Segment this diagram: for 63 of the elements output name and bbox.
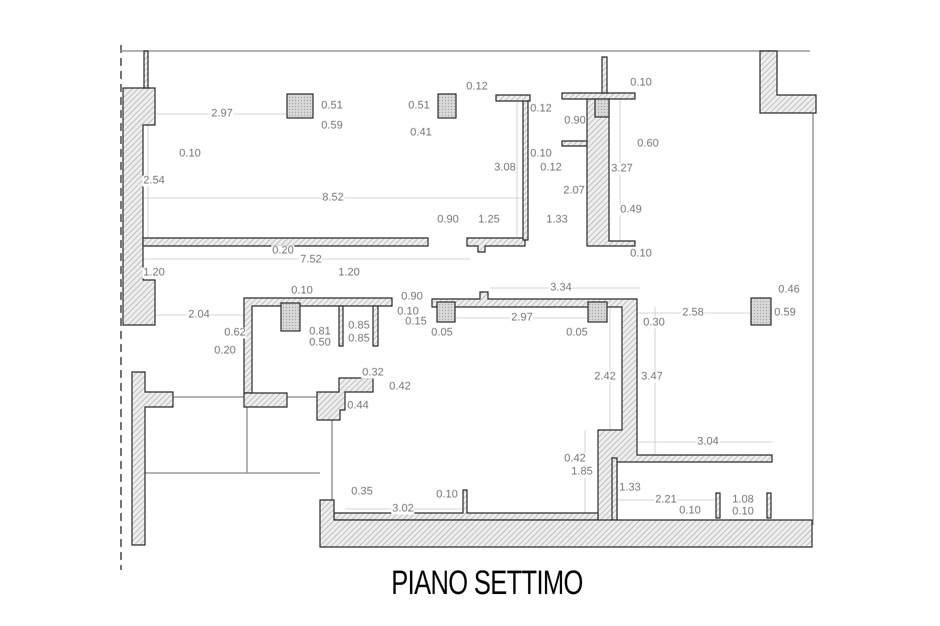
dimension-label: 3.04: [696, 436, 720, 448]
dimension-label: 0.30: [642, 318, 666, 328]
dimension-label: 0.62: [223, 328, 247, 338]
dimension-label: 0.05: [430, 328, 454, 338]
dimension-label: 0.90: [436, 214, 460, 226]
dimension-label: 8.52: [321, 192, 345, 204]
dimension-label: 0.12: [539, 162, 563, 174]
dimension-label: 0.51: [320, 100, 344, 112]
dimension-label: 0.44: [346, 400, 370, 412]
dimension-label: 0.46: [777, 284, 801, 296]
dimension-label: 3.02: [391, 504, 415, 514]
dimension-label: 0.05: [565, 328, 589, 338]
dimension-label: 0.90: [400, 292, 424, 302]
dimension-label: 0.60: [636, 138, 660, 150]
dimension-label: 1.20: [142, 268, 166, 278]
dimension-label: 3.08: [493, 162, 517, 174]
dimension-label: 1.33: [545, 214, 569, 226]
dimension-label: 2.58: [681, 308, 705, 318]
dimension-label: 1.08: [731, 494, 755, 506]
dimension-label: 0.41: [409, 128, 433, 138]
dimension-label: 0.42: [388, 382, 412, 392]
dimension-label: 1.33: [618, 482, 642, 494]
dimension-label: 0.10: [678, 506, 702, 516]
dimension-label: 0.20: [271, 246, 295, 256]
dimension-label: 0.90: [563, 116, 587, 126]
dimension-label: 0.15: [404, 316, 428, 328]
dimension-label: 2.04: [187, 310, 211, 320]
dimension-label: 2.97: [210, 108, 234, 120]
dimension-label: 0.10: [629, 78, 653, 88]
dimension-label: 1.20: [337, 268, 361, 278]
dimension-label: 0.10: [396, 306, 420, 318]
dimension-label: 0.85: [347, 320, 371, 332]
dimension-label: 0.10: [529, 148, 553, 160]
dimension-label: 3.47: [640, 372, 664, 382]
dimension-label: 2.07: [562, 186, 586, 196]
dimension-label: 2.54: [142, 176, 166, 186]
dimension-label: 2.42: [593, 372, 617, 382]
dimension-label: 0.32: [361, 368, 385, 378]
dimension-label: 0.85: [347, 334, 371, 344]
dimension-label: 0.59: [320, 120, 344, 132]
dimension-label: 0.35: [350, 486, 374, 498]
dimension-label: 0.42: [563, 454, 587, 464]
dimension-label: 2.97: [510, 312, 534, 324]
dimension-label: 3.34: [549, 282, 573, 294]
dimension-label: 0.10: [731, 506, 755, 518]
dimension-label: 7.52: [299, 254, 323, 266]
dimension-label: 2.21: [654, 494, 678, 506]
dimension-label: 0.10: [178, 148, 202, 160]
dimension-label: 0.49: [619, 204, 643, 216]
dimension-label: 0.51: [407, 100, 431, 112]
dimension-label: 3.27: [610, 164, 634, 174]
dimension-label: 0.10: [290, 286, 314, 296]
dimension-label: 0.59: [773, 308, 797, 318]
dimension-label: 0.12: [465, 82, 489, 92]
dimension-label: 0.50: [308, 338, 332, 348]
dimension-label: 1.85: [570, 466, 594, 478]
dimension-label: 0.10: [629, 248, 653, 260]
dimension-label: 0.10: [435, 490, 459, 500]
plan-title: PIANO SETTIMO: [391, 566, 583, 600]
dimension-label: 0.81: [308, 326, 332, 338]
dimension-label: 0.12: [529, 104, 553, 114]
dimension-label: 0.20: [213, 346, 237, 356]
dimension-label: 1.25: [477, 214, 501, 226]
